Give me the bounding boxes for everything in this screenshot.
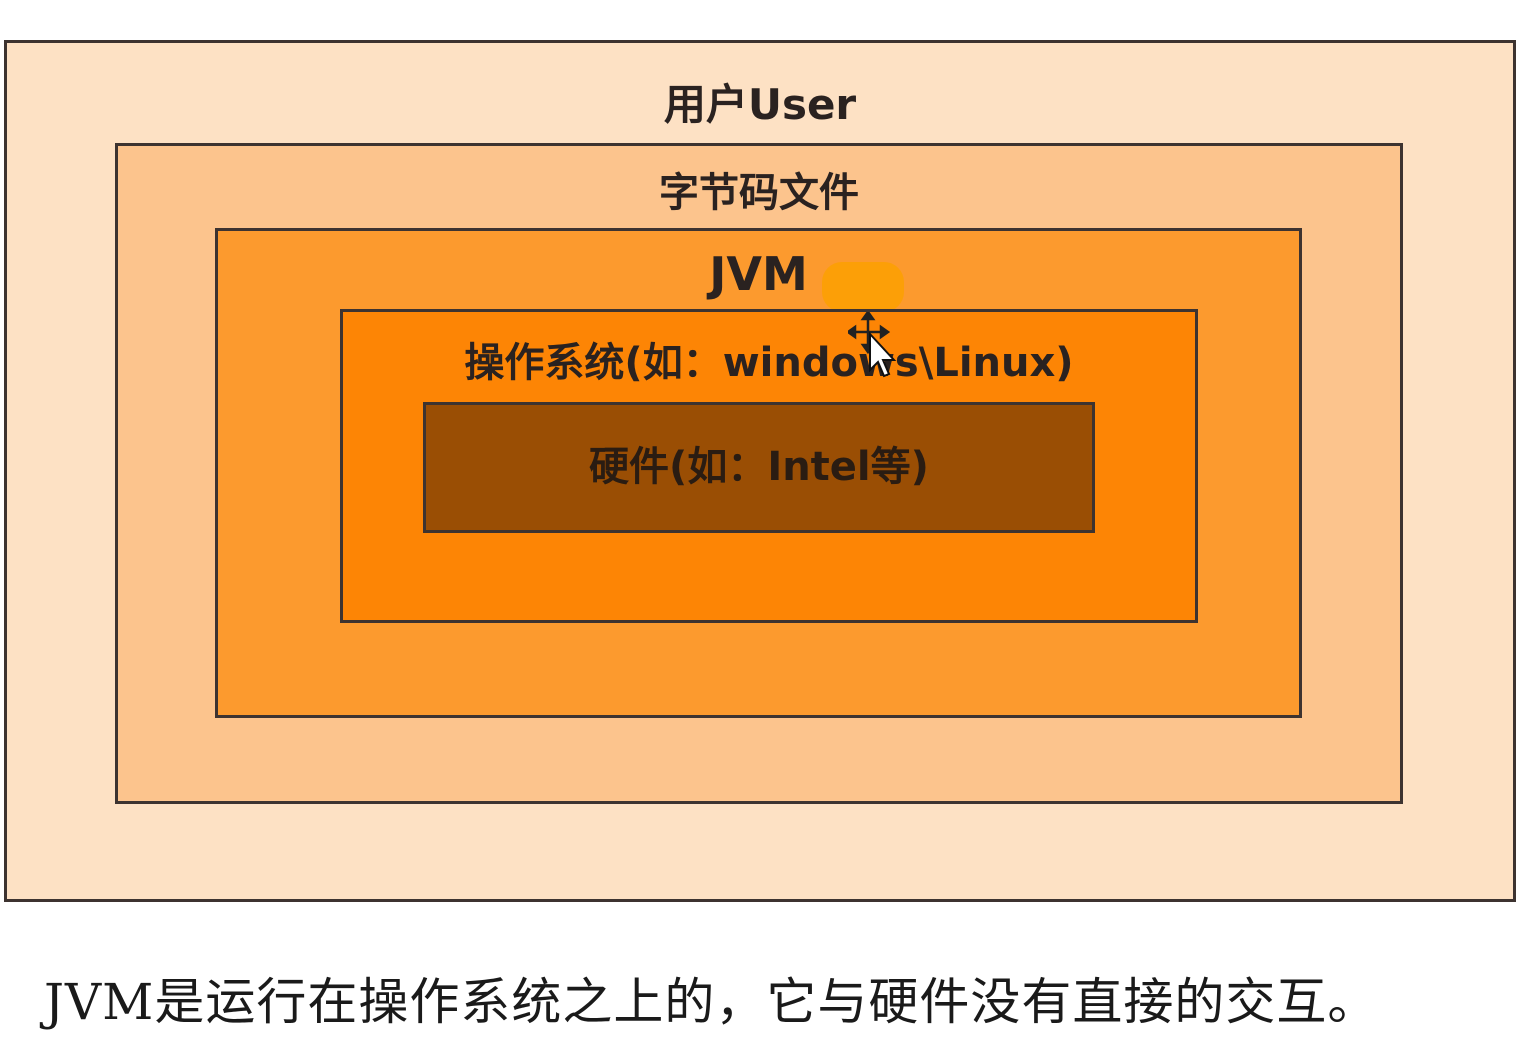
layer-hardware: 硬件(如：Intel等) (423, 402, 1095, 533)
layer-os-label: 操作系统(如：windows\Linux) (464, 340, 1074, 386)
caption-text: JVM是运行在操作系统之上的，它与硬件没有直接的交互。 (44, 973, 1379, 1031)
move-cursor-icon (845, 309, 898, 382)
layer-hardware-label: 硬件(如：Intel等) (589, 444, 929, 490)
layer-user-label: 用户User (663, 80, 857, 129)
layer-bytecode-label: 字节码文件 (659, 170, 859, 216)
layer-jvm-label: JVM (709, 247, 808, 301)
highlight-spot (822, 262, 904, 312)
